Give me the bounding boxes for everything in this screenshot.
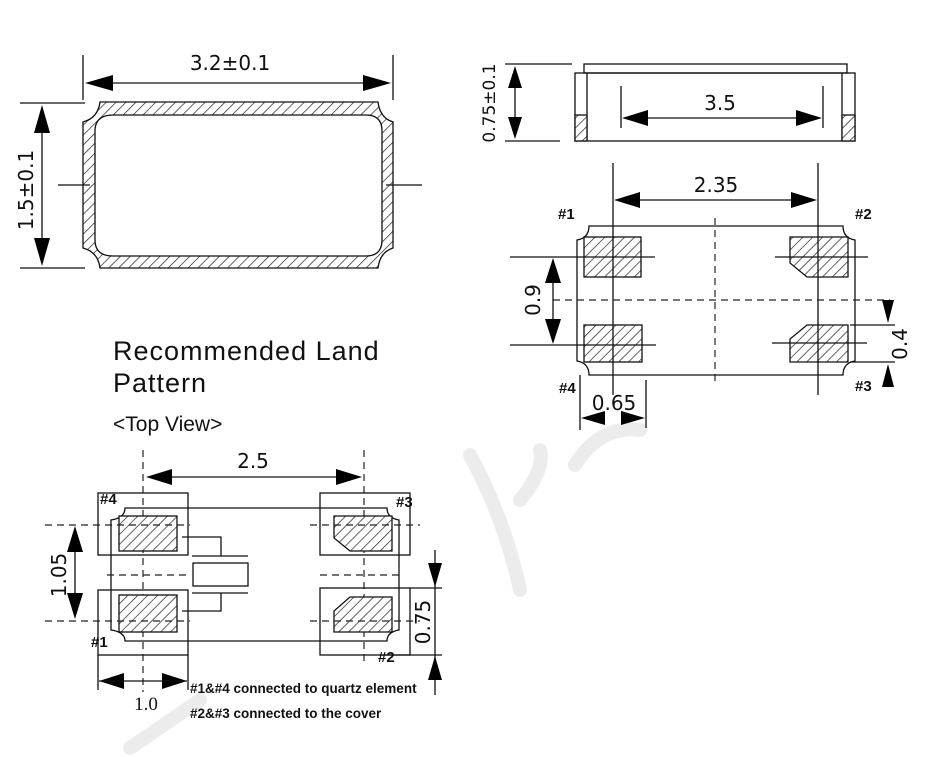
height-dimension: 1.5±0.1 xyxy=(14,150,38,230)
bottom-view: 2.35 0.9 0.4 0.65 #1 #2 #3 #4 xyxy=(510,163,912,430)
pad-pitch-x-dimension: 2.35 xyxy=(694,173,739,197)
pad-pitch-y-dimension: 0.9 xyxy=(521,284,545,316)
land-width-dimension: 1.0 xyxy=(134,694,158,715)
land-pin-1-label: #1 xyxy=(91,634,108,651)
thickness-dimension: 0.75±0.1 xyxy=(480,63,500,142)
pin-2-label: #2 xyxy=(855,206,872,223)
note-quartz-connection: #1&#4 connected to quartz element xyxy=(190,681,417,696)
land-3 xyxy=(319,492,411,556)
land-4 xyxy=(97,492,189,556)
side-view: 0.75±0.1 3.5 xyxy=(480,63,856,143)
pin-3-label: #3 xyxy=(855,378,872,395)
quartz-element-symbol xyxy=(182,536,249,612)
pin-1-label: #1 xyxy=(558,206,575,223)
pad-width-dimension: 0.65 xyxy=(592,391,637,415)
land-pitch-y-dimension: 1.05 xyxy=(47,553,71,598)
land-pin-4-label: #4 xyxy=(100,491,117,508)
note-cover-connection: #2&#3 connected to the cover xyxy=(190,706,382,721)
land-pin-2-label: #2 xyxy=(378,649,395,666)
pin-4-label: #4 xyxy=(559,380,576,397)
length-dimension: 3.5 xyxy=(704,91,736,115)
land-pitch-x-dimension: 2.5 xyxy=(237,449,269,473)
land-pattern: 2.5 1.05 0.75 xyxy=(45,449,442,721)
land-pattern-subtitle: <Top View> xyxy=(113,413,222,436)
land-height-dimension: 0.75 xyxy=(411,600,435,645)
land-pattern-title-line2: Pattern xyxy=(113,368,207,398)
pad-height-dimension: 0.4 xyxy=(888,328,912,360)
watermark xyxy=(123,422,647,755)
package-outline xyxy=(82,101,394,269)
land-pattern-title: Recommended Land xyxy=(113,336,380,366)
width-dimension: 3.2±0.1 xyxy=(190,51,270,75)
land-pin-3-label: #3 xyxy=(396,494,413,511)
land-1 xyxy=(97,589,189,656)
top-view: 3.2±0.1 1.5±0.1 xyxy=(14,51,422,269)
